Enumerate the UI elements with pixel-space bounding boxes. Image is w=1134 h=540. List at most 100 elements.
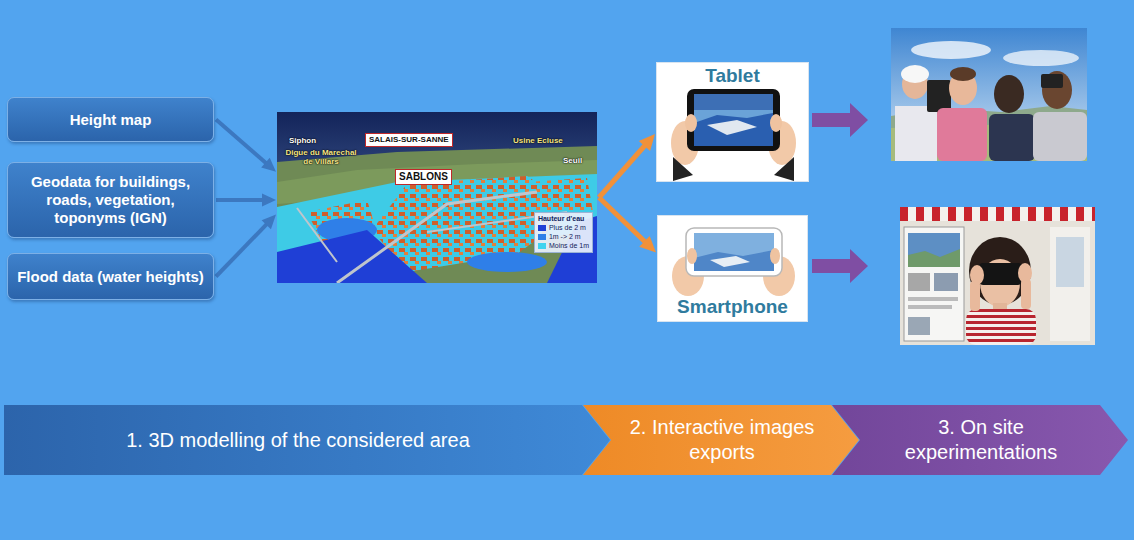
place-name: SALAIS-SUR-SANNE	[369, 135, 449, 145]
legend-text: Plus de 2 m	[549, 224, 586, 232]
photo-outdoor-part	[1003, 50, 1079, 66]
legend-title: Hauteur d'eau	[538, 215, 589, 223]
band-label: 3. On site experimentations	[866, 415, 1096, 465]
photo-vr-part	[1050, 227, 1090, 341]
photo-outdoor-part	[994, 75, 1024, 113]
smartphone-illustration-part	[770, 248, 780, 264]
legend-swatch	[538, 225, 546, 231]
tablet-illustration-part	[687, 89, 780, 151]
legend-text: 1m -> 2 m	[549, 233, 581, 241]
place-tag: SALAIS-SUR-SANNE	[365, 133, 453, 147]
map-illustration-part	[467, 252, 547, 272]
legend-row: Moins de 1m	[538, 242, 589, 250]
photo-outdoor-part	[895, 106, 937, 161]
arrow-shaft	[216, 198, 263, 202]
flow-arrow	[216, 194, 276, 207]
photo-vr-part	[966, 309, 1036, 345]
device-name: Smartphone	[658, 296, 807, 318]
step-arrow-part	[812, 249, 868, 283]
map-illustration-part	[527, 178, 593, 216]
arrow-shaft	[216, 224, 267, 277]
photo-vr-part	[908, 249, 960, 267]
photo-outdoor-part	[901, 65, 929, 83]
smartphone-illustration-part	[686, 228, 782, 276]
photo-vr-part	[1021, 279, 1031, 309]
smartphone-illustration-part	[694, 250, 774, 271]
arrow-shaft	[216, 120, 266, 164]
photo-vr-part	[970, 281, 980, 311]
map-illustration-part	[277, 174, 597, 283]
chevron-shape	[583, 405, 859, 475]
arrow-shaft	[599, 198, 645, 243]
source-box: Flood data (water heights)	[7, 253, 214, 300]
map-place-label: Seuil	[563, 156, 582, 165]
arrow-head	[262, 215, 276, 230]
photo-vr-part	[908, 317, 930, 335]
flow-arrow	[216, 215, 276, 277]
tablet-illustration-part	[774, 157, 794, 181]
map-place-label: Usine Ecluse	[513, 136, 563, 145]
photo-vr-part	[908, 273, 930, 291]
photo-outdoor-part	[1033, 112, 1087, 161]
map-place-label: Siphon	[289, 136, 316, 145]
place-name: SABLONS	[399, 171, 448, 183]
photo-vr	[900, 207, 1095, 345]
map-illustration-part	[277, 230, 427, 283]
photo-outdoor-part	[891, 28, 1087, 161]
stage-band: 2. Interactive images exports	[583, 405, 859, 475]
band-label: 1. 3D modelling of the considered area	[126, 428, 470, 453]
device-card: Tablet	[656, 62, 809, 182]
photo-vr-part	[904, 227, 964, 341]
legend-swatch	[538, 234, 546, 240]
map-place-label: Digue du Marechal de Villars	[283, 148, 359, 166]
band-text-area: 3. On site experimentations	[866, 405, 1096, 475]
photo-outdoor-part	[950, 67, 976, 81]
tablet-illustration-part	[685, 114, 697, 132]
tablet-illustration-part	[694, 113, 773, 146]
stage-band: 3. On site experimentations	[832, 405, 1128, 475]
flow-arrow	[599, 198, 656, 253]
tablet-illustration-part	[707, 120, 757, 135]
box-label: Geodata for buildings, roads, vegetation…	[16, 173, 205, 227]
chevron-shape	[832, 405, 1128, 475]
device-card: Smartphone	[657, 215, 808, 322]
map-illustration-part	[277, 112, 597, 283]
photo-vr-part	[978, 263, 1023, 285]
tablet-illustration-part	[770, 114, 782, 132]
photo-vr-part	[908, 233, 960, 267]
legend-row: Plus de 2 m	[538, 224, 589, 232]
band-text-area: 1. 3D modelling of the considered area	[18, 405, 578, 475]
tablet-illustration-part	[673, 157, 693, 181]
map-illustration-part	[297, 208, 337, 262]
source-box: Height map	[7, 97, 214, 142]
box-label: Height map	[70, 111, 152, 129]
map-view: SiphonDigue du Marechal de Villars Usine …	[277, 112, 597, 283]
photo-vr-part	[1056, 237, 1084, 287]
place-tag: SABLONS	[395, 169, 452, 185]
photo-outdoor-part	[927, 80, 951, 112]
map-legend: Hauteur d'eauPlus de 2 m1m -> 2 mMoins d…	[534, 212, 593, 253]
stage-band: 1. 3D modelling of the considered area	[4, 405, 610, 475]
arrow-head	[639, 236, 656, 253]
arrow-head	[261, 158, 276, 172]
map-illustration-part	[337, 192, 537, 283]
photo-outdoor-part	[937, 108, 987, 161]
step-arrow-part	[812, 103, 868, 137]
box-label: Flood data (water heights)	[17, 268, 204, 286]
device-name: Tablet	[657, 65, 808, 87]
photo-outdoor-part	[989, 114, 1035, 161]
photo-vr-part	[908, 305, 952, 309]
photo-outdoor	[891, 28, 1087, 161]
smartphone-illustration-part	[687, 248, 697, 264]
photo-vr-part	[908, 297, 958, 301]
legend-row: 1m -> 2 m	[538, 233, 589, 241]
flow-arrow	[216, 120, 276, 172]
smartphone-illustration-part	[710, 256, 750, 267]
chevron-fill	[4, 405, 610, 475]
band-label: 2. Interactive images exports	[617, 415, 827, 465]
flow-arrow	[599, 134, 655, 198]
step-arrow	[812, 103, 868, 283]
source-box: Geodata for buildings, roads, vegetation…	[7, 162, 214, 238]
